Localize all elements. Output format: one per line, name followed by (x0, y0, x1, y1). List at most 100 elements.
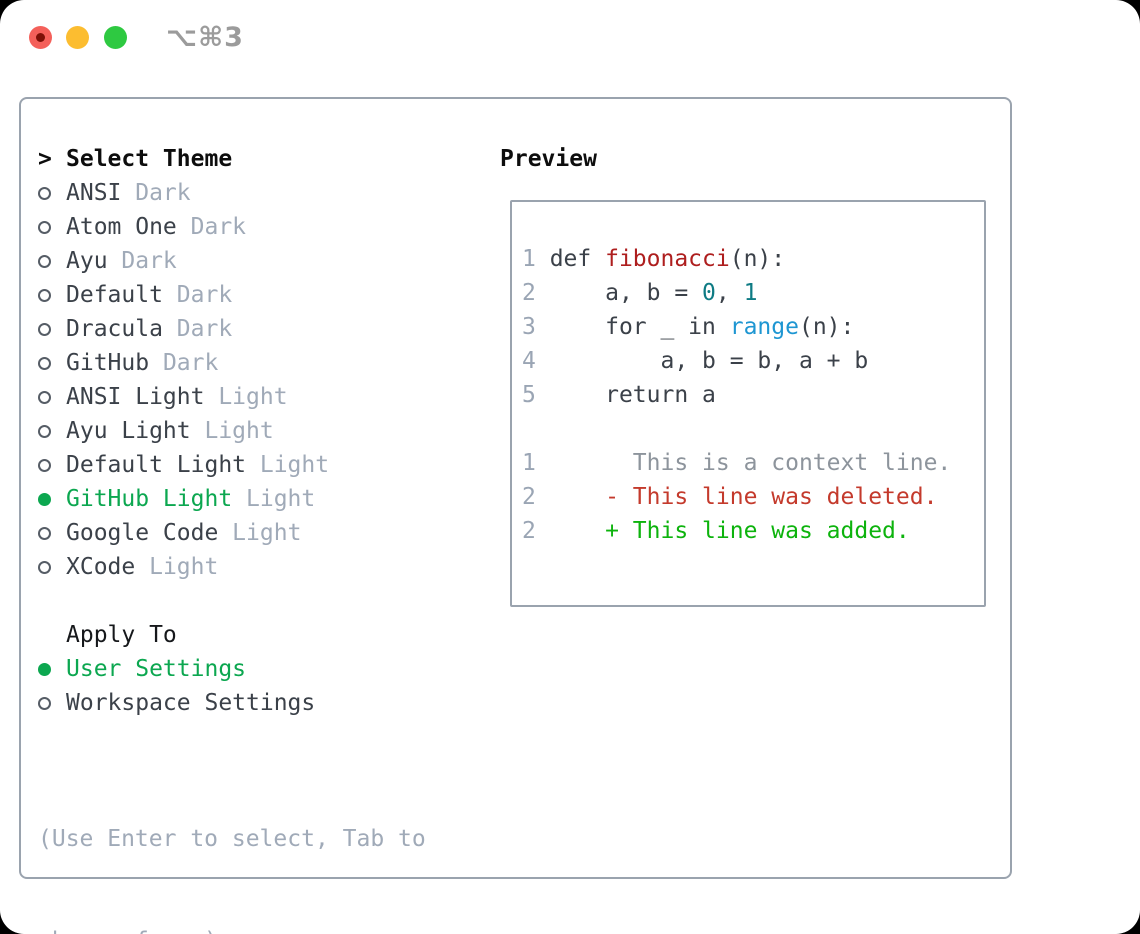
code-segment-func: fibonacci (605, 246, 730, 272)
theme-option-default[interactable]: Default Dark (38, 278, 329, 312)
code-segment-builtin: range (729, 314, 799, 340)
radio-selected-icon (38, 492, 51, 506)
line-number: 2 (522, 484, 550, 510)
apply-to-header: Apply To (38, 618, 315, 652)
theme-option-dracula[interactable]: Dracula Dark (38, 312, 329, 346)
option-variant-tag: Light (190, 418, 274, 444)
option-label: Dracula (66, 316, 163, 342)
option-variant-tag: Dark (162, 316, 233, 342)
maximize-button[interactable] (104, 26, 127, 49)
theme-option-atom-one[interactable]: Atom One Dark (38, 210, 329, 244)
radio-slot (38, 356, 66, 370)
option-label: Ayu Light (66, 418, 191, 444)
radio-unselected-icon (38, 356, 51, 370)
option-variant-tag: Dark (149, 350, 219, 376)
theme-option-ayu-light[interactable]: Ayu Light Light (38, 414, 329, 448)
option-label: GitHub Light (66, 486, 233, 512)
radio-unselected-icon (38, 186, 51, 200)
minimize-button[interactable] (66, 26, 89, 49)
radio-slot (38, 390, 66, 404)
select-theme-header: >Select Theme (38, 142, 232, 176)
radio-unselected-icon (38, 254, 51, 268)
window-title: ⌥⌘3 (166, 22, 244, 53)
code-segment-code: for _ in (549, 314, 730, 340)
radio-slot (38, 322, 66, 336)
option-label: Ayu (66, 248, 108, 274)
option-label: Default Light (66, 452, 247, 478)
radio-slot (38, 288, 66, 302)
theme-option-xcode[interactable]: XCode Light (38, 550, 329, 584)
code-segment-code: a, b = (549, 280, 703, 306)
radio-slot (38, 696, 66, 710)
radio-slot (38, 458, 66, 472)
radio-unselected-icon (38, 288, 51, 302)
option-variant-tag: Light (246, 452, 330, 478)
code-line: 5 return a (522, 378, 984, 412)
line-number: 2 (522, 280, 550, 306)
code-segment-added: + This line was added. (549, 518, 910, 544)
close-button[interactable] (29, 26, 52, 49)
option-label: XCode (66, 554, 136, 580)
theme-option-ayu[interactable]: Ayu Dark (38, 244, 329, 278)
option-label: User Settings (66, 656, 247, 682)
radio-slot (38, 254, 66, 268)
preview-header: Preview (500, 146, 597, 172)
code-segment-code: return a (549, 382, 716, 408)
deleted-line: 2 - This line was deleted. (522, 480, 984, 514)
option-label: Google Code (66, 520, 219, 546)
hint-line-2: change focus) (38, 924, 426, 934)
close-button-dot (36, 33, 45, 42)
theme-option-ansi[interactable]: ANSI Dark (38, 176, 329, 210)
apply-to-title: Apply To (66, 622, 177, 648)
radio-slot (38, 662, 66, 676)
option-variant-tag: Dark (176, 214, 247, 240)
code-segment-num: 0 (702, 280, 716, 306)
radio-slot (38, 492, 66, 506)
theme-option-google-code[interactable]: Google Code Light (38, 516, 329, 550)
line-number: 5 (522, 382, 550, 408)
hint-text: (Use Enter to select, Tab to change focu… (38, 754, 426, 934)
option-variant-tag: Light (218, 520, 302, 546)
code-segment-deleted: - This line was deleted. (549, 484, 938, 510)
radio-unselected-icon (38, 526, 51, 540)
prompt-caret-icon: > (38, 146, 52, 172)
code-segment-code: (n): (729, 246, 786, 272)
radio-unselected-icon (38, 458, 51, 472)
radio-slot (38, 186, 66, 200)
option-variant-tag: Dark (121, 180, 191, 206)
code-segment-code: , (715, 280, 744, 306)
radio-unselected-icon (38, 560, 51, 574)
theme-option-ansi-light[interactable]: ANSI Light Light (38, 380, 329, 414)
line-number: 1 (522, 450, 550, 476)
code-segment-code: def (549, 246, 606, 272)
line-number: 1 (522, 246, 550, 272)
theme-option-github[interactable]: GitHub Dark (38, 346, 329, 380)
option-label: Atom One (66, 214, 177, 240)
radio-unselected-icon (38, 322, 51, 336)
blank-line (522, 412, 984, 446)
radio-slot (38, 424, 66, 438)
code-line: 3 for _ in range(n): (522, 310, 984, 344)
code-segment-code: (n): (798, 314, 855, 340)
line-number: 4 (522, 348, 550, 374)
apply-option-workspace-settings[interactable]: Workspace Settings (38, 686, 315, 720)
theme-option-github-light[interactable]: GitHub Light Light (38, 482, 329, 516)
line-number: 3 (522, 314, 550, 340)
code-segment-num: 1 (743, 280, 758, 306)
apply-option-user-settings[interactable]: User Settings (38, 652, 315, 686)
radio-selected-icon (38, 662, 51, 676)
option-label: ANSI Light (66, 384, 205, 410)
option-label: GitHub (66, 350, 150, 376)
radio-slot (38, 220, 66, 234)
code-line: 4 a, b = b, a + b (522, 344, 984, 378)
hint-line-1: (Use Enter to select, Tab to (38, 826, 426, 852)
theme-option-default-light[interactable]: Default Light Light (38, 448, 329, 482)
radio-slot (38, 526, 66, 540)
option-variant-tag: Light (232, 486, 316, 512)
context-line: 1 This is a context line. (522, 446, 984, 480)
